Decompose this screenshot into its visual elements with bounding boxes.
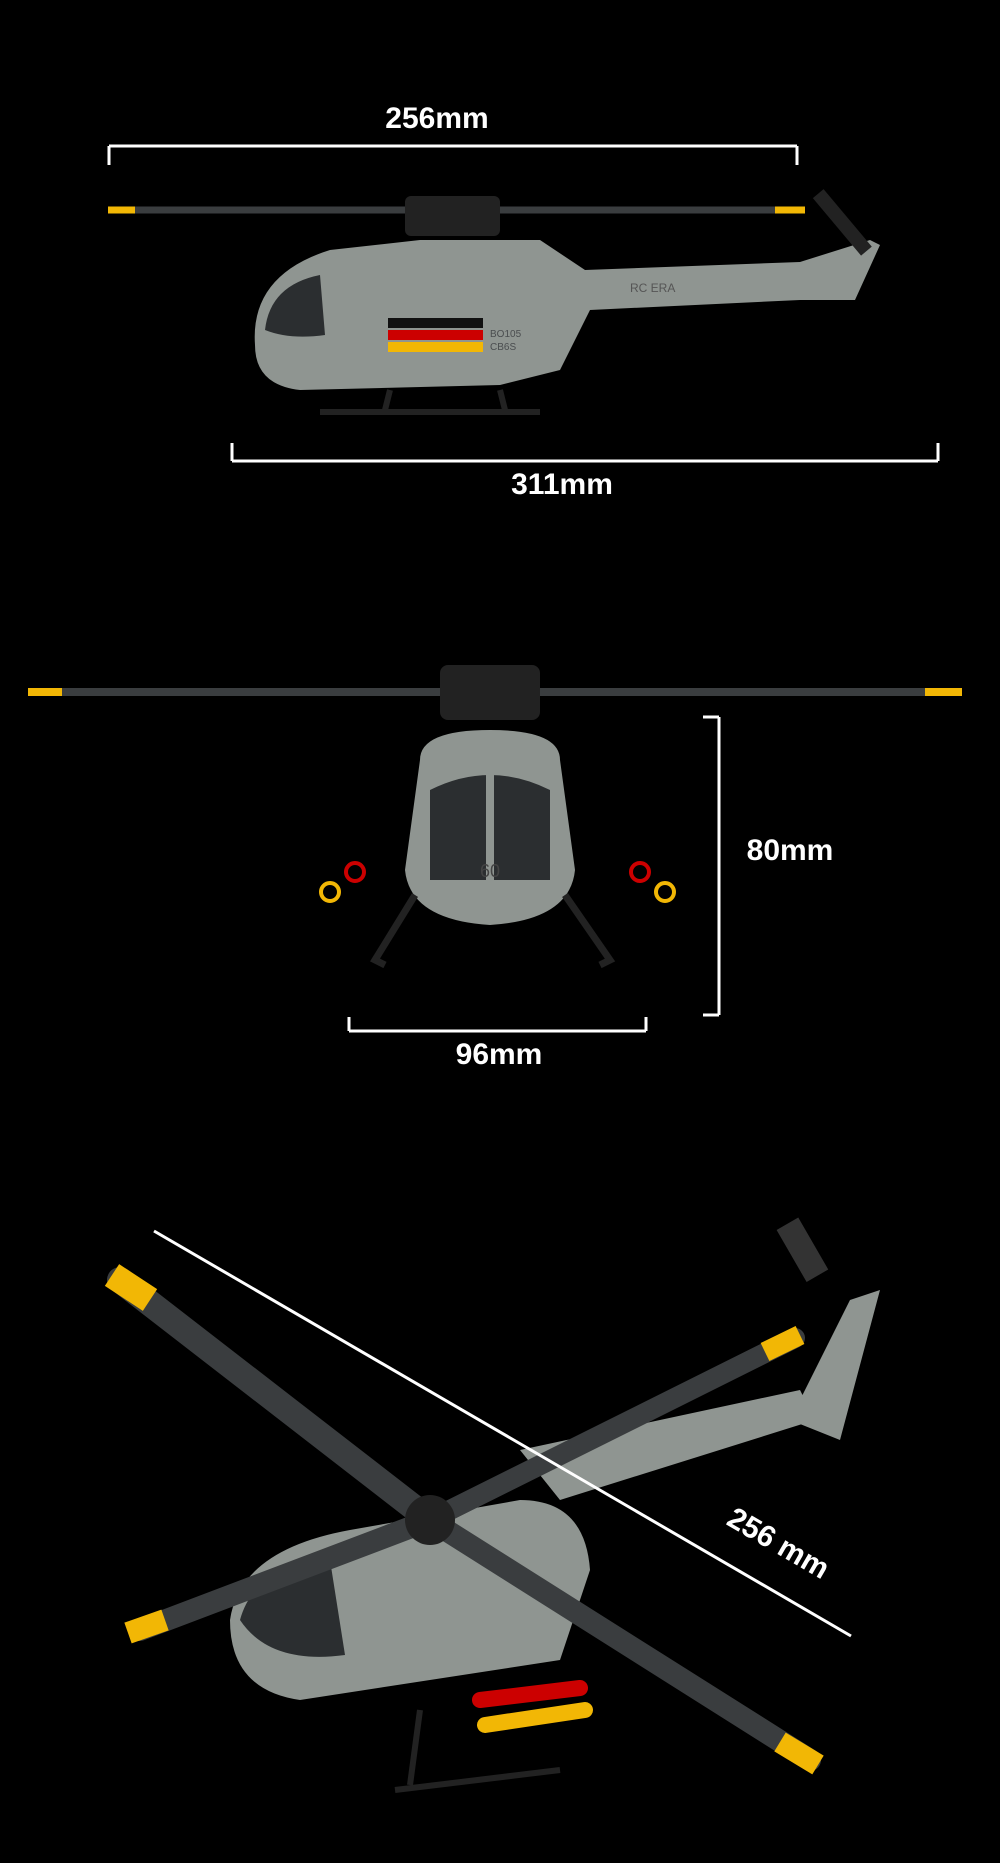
height-label: 80mm — [746, 834, 834, 867]
number-decal: 60 — [480, 861, 500, 881]
side-view-helicopter: BO105 CB6S RC ERA — [108, 189, 881, 415]
length-label: 311mm — [511, 468, 613, 501]
width-label: 96mm — [455, 1038, 543, 1071]
model-decal-bottom: CB6S — [490, 342, 516, 353]
cockpit-window — [265, 275, 325, 337]
tail-rotor — [812, 189, 872, 256]
brand-decal: RC ERA — [630, 281, 675, 295]
fuselage — [254, 240, 881, 390]
perspective-view-helicopter — [104, 1217, 880, 1793]
front-view-helicopter: 60 — [28, 665, 962, 969]
rotor-diameter-label: 256mm — [385, 102, 489, 135]
model-decal-top: BO105 — [490, 329, 522, 340]
